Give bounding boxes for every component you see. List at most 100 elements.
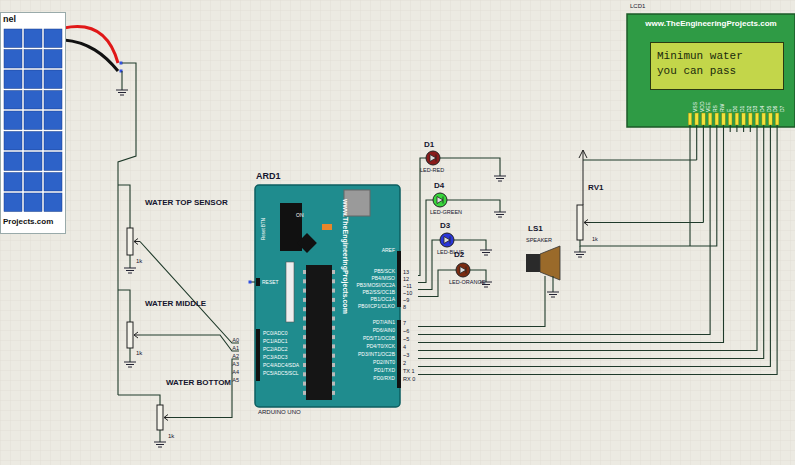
lcd-pin bbox=[702, 113, 706, 125]
pin-header bbox=[256, 329, 260, 381]
wire bbox=[118, 290, 130, 322]
wire bbox=[454, 240, 486, 250]
chip-pin bbox=[332, 391, 335, 395]
ground-symbol bbox=[116, 90, 128, 95]
wire bbox=[750, 125, 751, 132]
schematic-label: LED-ORANGE bbox=[449, 279, 485, 285]
diode-mark bbox=[444, 237, 450, 244]
schematic-label: D4 bbox=[434, 182, 444, 191]
speaker-cone bbox=[540, 246, 560, 280]
crystal bbox=[286, 262, 294, 322]
lcd-pin bbox=[769, 113, 773, 125]
solar-cell bbox=[24, 29, 42, 48]
chip-pin bbox=[332, 344, 335, 348]
diode-mark bbox=[437, 197, 443, 204]
solar-cell bbox=[4, 173, 22, 192]
schematic-label: ARD1 bbox=[256, 172, 281, 182]
wiper-arrow bbox=[134, 239, 140, 245]
regulator-chip bbox=[297, 233, 317, 253]
schematic-label: A3 bbox=[232, 361, 239, 367]
terminal-dot bbox=[249, 281, 252, 284]
wire bbox=[552, 276, 553, 292]
solar-cell bbox=[44, 193, 62, 212]
schematic-label: E bbox=[727, 109, 733, 112]
potentiometer-symbol bbox=[577, 205, 583, 240]
chip-pin bbox=[332, 335, 335, 339]
schematic-label: ON bbox=[296, 213, 304, 219]
solar-cell bbox=[4, 29, 22, 48]
schematic-label: WATER TOP SENSOR bbox=[145, 199, 228, 208]
schematic-label: 1k bbox=[136, 258, 142, 265]
wire bbox=[696, 125, 697, 160]
lcd-pin bbox=[735, 113, 739, 125]
wire bbox=[418, 158, 426, 276]
pin-header bbox=[397, 320, 401, 388]
schematic-label: PB0/ICP1/CLKO bbox=[358, 304, 395, 310]
schematic-label: ~11 bbox=[403, 283, 412, 289]
speaker-body bbox=[526, 254, 540, 272]
solar-cells bbox=[1, 13, 65, 233]
wire bbox=[730, 125, 731, 132]
chip-pin bbox=[303, 382, 306, 386]
schematic-label: LED-RED bbox=[420, 167, 444, 173]
ground-symbol bbox=[480, 250, 492, 255]
wire bbox=[418, 125, 777, 375]
schematic-label: 13 bbox=[403, 269, 409, 275]
chip-pin bbox=[303, 335, 306, 339]
lcd-pin bbox=[688, 113, 692, 125]
schematic-label: LS1 bbox=[528, 225, 543, 234]
schematic-label: PB1/OC1A bbox=[371, 297, 395, 303]
lcd-pin bbox=[715, 113, 719, 125]
schematic-label: ~6 bbox=[403, 328, 409, 334]
node-text: www.TheEngineeringProjects.com bbox=[627, 20, 795, 29]
node-text: www.TheEngineeringProjects.com bbox=[341, 199, 349, 314]
schematic-label: 1k bbox=[136, 350, 142, 357]
chip-pin bbox=[303, 279, 306, 283]
wire bbox=[583, 159, 697, 160]
wire bbox=[140, 242, 239, 344]
lcd-pin bbox=[755, 113, 759, 125]
lcd-pin bbox=[722, 113, 726, 125]
led-symbol bbox=[426, 151, 440, 165]
pin-header bbox=[397, 251, 401, 307]
chip-pin bbox=[332, 298, 335, 302]
wire bbox=[418, 125, 724, 343]
wire bbox=[689, 125, 690, 246]
ground-symbol bbox=[574, 252, 586, 257]
schematic-label: A1 bbox=[232, 345, 239, 351]
led-symbol bbox=[433, 193, 447, 207]
potentiometer-symbol bbox=[127, 228, 133, 255]
schematic-label: RESET bbox=[262, 280, 279, 286]
chip-pin bbox=[332, 307, 335, 311]
chip-pin bbox=[303, 372, 306, 376]
schematic-label: ~5 bbox=[403, 336, 409, 342]
wiper-arrow bbox=[584, 220, 590, 226]
wire bbox=[579, 246, 580, 252]
schematic-label: PD3/INT1/OC2B bbox=[358, 352, 395, 358]
wire bbox=[440, 158, 500, 176]
arduino-board bbox=[255, 185, 400, 407]
solar-cell bbox=[24, 152, 42, 171]
solar-panel: nelProjects.com bbox=[0, 12, 66, 234]
chip-pin bbox=[303, 270, 306, 274]
schematic-label: PD0/RXD bbox=[373, 376, 395, 382]
chip-pin bbox=[303, 317, 306, 321]
wire bbox=[590, 222, 703, 223]
schematic-label: 1k bbox=[592, 236, 598, 242]
schematic-label: 2 bbox=[403, 360, 406, 366]
chip-pin bbox=[332, 289, 335, 293]
solar-cell bbox=[24, 91, 42, 110]
wiper-arrow bbox=[134, 332, 140, 338]
lcd-pin bbox=[742, 113, 746, 125]
chip-pin bbox=[332, 382, 335, 386]
schematic-label: VDD bbox=[700, 101, 706, 112]
schematic-label: PB4/MISO bbox=[371, 276, 395, 282]
node-text: Projects.com bbox=[3, 218, 53, 227]
wire bbox=[118, 395, 160, 405]
schematic-label: RV1 bbox=[588, 184, 603, 193]
ground-symbol bbox=[154, 442, 166, 447]
supply-arrow bbox=[579, 150, 587, 205]
solar-cell bbox=[44, 173, 62, 192]
diode-mark bbox=[460, 267, 466, 274]
